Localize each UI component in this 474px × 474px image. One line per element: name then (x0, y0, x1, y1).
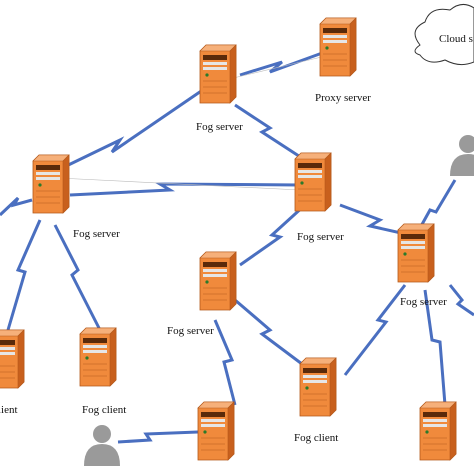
fog-client-middle-label: Fog client (82, 404, 126, 416)
link-fogR-clientC (343, 284, 407, 376)
cloud-label: Cloud s (439, 33, 473, 45)
fog-server-top-label: Fog server (196, 121, 243, 133)
fog-client-left-icon (0, 329, 25, 389)
fog-server-middle-label: Fog server (167, 325, 214, 337)
link-fogL-clientM (53, 224, 102, 331)
user-right-icon (450, 135, 474, 176)
link-fogTop-fogC (234, 103, 306, 162)
link-fogC-fogM (239, 203, 307, 267)
link-fogTop-proxy (239, 50, 326, 77)
link-user-fogR (418, 179, 457, 229)
fog-server-middle-icon (199, 251, 237, 311)
link-fogM-clientB (213, 319, 237, 406)
fog-server-left-label: Fog server (73, 228, 120, 240)
network-links (0, 50, 474, 444)
link-fogL-clientL (6, 219, 42, 331)
proxy-server-label: Proxy server (315, 92, 371, 104)
fog-client-bottom-right-icon (419, 401, 457, 461)
link-left-edge (0, 196, 33, 217)
fog-server-right-icon (397, 223, 435, 283)
fog-client-center-label: Fog client (294, 432, 338, 444)
fog-server-right-label: Fog server (400, 296, 447, 308)
link-userB-clientB (117, 430, 199, 444)
proxy-server-icon (319, 17, 357, 77)
fog-server-left-icon (32, 154, 70, 214)
link-fogR-right (448, 284, 474, 317)
fog-client-middle-icon (79, 327, 117, 387)
fog-client-left-label: lient (0, 404, 18, 416)
fog-client-center-icon (299, 357, 337, 417)
cloud-icon (414, 4, 474, 66)
fog-server-center-label: Fog server (297, 231, 344, 243)
link-fogL-fogC (69, 182, 301, 197)
fog-server-top-icon (199, 44, 237, 104)
fog-client-bottom-icon (197, 401, 235, 461)
user-bottom-icon (84, 425, 120, 466)
link-fogM-clientC (234, 298, 311, 372)
fog-server-center-icon (294, 152, 332, 212)
link-fogR-clientBR (423, 289, 447, 406)
link-fogL-fogTop (57, 83, 211, 172)
link-fogC-fogR (339, 203, 411, 237)
